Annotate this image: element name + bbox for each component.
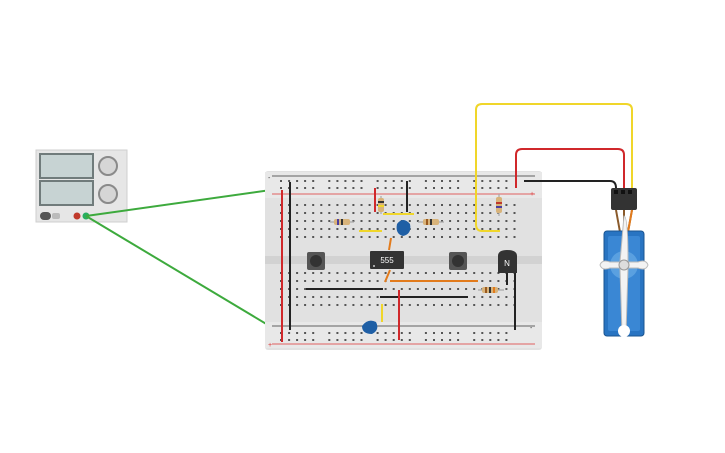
power-supply[interactable] — [35, 149, 128, 223]
servo-motor[interactable] — [599, 188, 649, 337]
rail-top-plus: + — [530, 191, 534, 198]
psu-power-button[interactable] — [40, 212, 51, 220]
ic-555[interactable]: 555 — [370, 251, 404, 269]
rail-bottom-minus: - — [530, 325, 533, 332]
wire-orange-short[interactable] — [384, 269, 391, 283]
capacitor-ceramic-2[interactable] — [362, 320, 378, 334]
psu-lcd-top — [39, 153, 94, 179]
ic-555-label: 555 — [380, 256, 394, 265]
resistor-2[interactable] — [418, 219, 444, 225]
resistor-1[interactable] — [330, 219, 354, 225]
resistor-3[interactable] — [378, 196, 384, 214]
psu-lcd-bottom — [39, 180, 94, 206]
resistor-4[interactable] — [496, 194, 502, 216]
wire-red-servo[interactable] — [515, 148, 625, 190]
wire-green-top[interactable] — [85, 188, 279, 217]
pushbutton-left[interactable] — [307, 252, 325, 270]
rail-bottom-plus: + — [268, 342, 272, 349]
psu-knob-current[interactable] — [98, 156, 118, 176]
capacitor-ceramic-1[interactable] — [396, 220, 411, 236]
psu-knob-voltage[interactable] — [98, 184, 118, 204]
transistor-label: N — [504, 259, 510, 268]
wire-green-bottom[interactable] — [85, 215, 279, 332]
psu-terminal-negative[interactable] — [73, 212, 81, 220]
psu-indicator — [52, 213, 60, 219]
transistor-npn[interactable]: N — [498, 250, 517, 273]
resistor-5[interactable] — [478, 287, 504, 293]
wire-black-servo[interactable] — [524, 180, 617, 190]
wire-yellow-servo[interactable] — [475, 103, 633, 232]
rail-top-minus: - — [268, 175, 271, 182]
wire-orange-upper[interactable] — [388, 237, 392, 251]
pushbutton-right[interactable] — [449, 252, 467, 270]
